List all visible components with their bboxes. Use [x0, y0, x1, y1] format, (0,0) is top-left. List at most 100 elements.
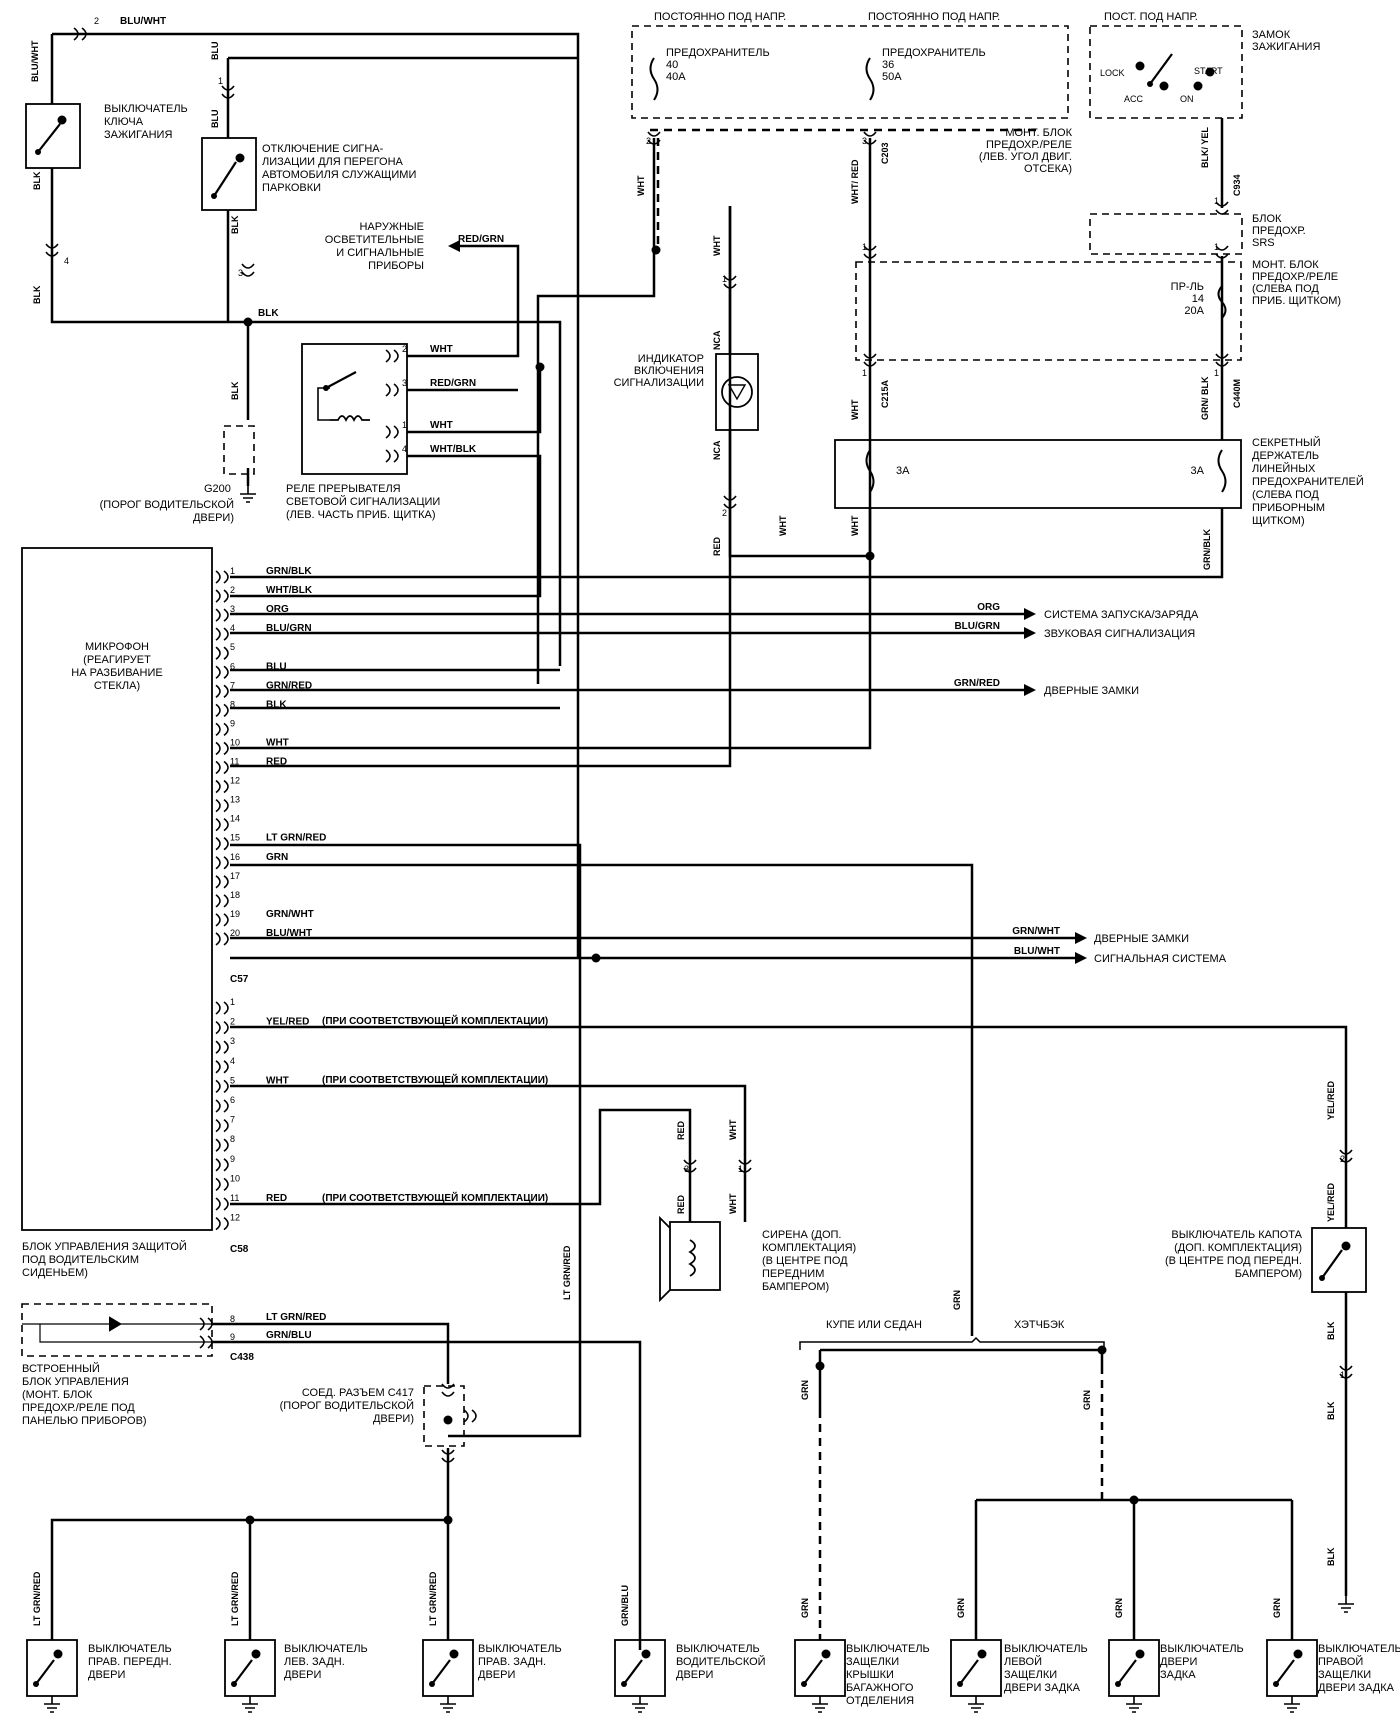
pin-number: 1	[1214, 242, 1219, 252]
conn-hood-2	[1339, 1149, 1353, 1163]
wire-label: RED/GRN	[430, 378, 476, 389]
switch-rhatch-ground	[1284, 1696, 1300, 1713]
label-line: ДЕРЖАТЕЛЬ	[1252, 450, 1319, 462]
label-line: СИРЕНА (ДОП.	[762, 1229, 842, 1241]
wire-label: GRN	[800, 1598, 810, 1618]
label-line: ПРЕДОХРАНИТЕЛЬ	[882, 47, 986, 59]
label-line: ЗАДКА	[1160, 1669, 1196, 1681]
label-line: СИДЕНЬЕМ)	[22, 1267, 88, 1279]
switch-lhatch-ground	[968, 1696, 984, 1713]
label-line: (ЛЕВ. ЧАСТЬ ПРИБ. ЩИТКА)	[286, 509, 436, 521]
conn-ign-4	[45, 243, 59, 257]
c58-pin-wire: WHT	[266, 1075, 289, 1086]
c57-pin-mark	[215, 608, 229, 622]
label-line: ВЫКЛЮЧАТЕЛЬ	[104, 103, 188, 115]
switch-pivot	[1115, 1681, 1121, 1687]
siren-coil	[688, 1239, 696, 1277]
g200-box	[223, 425, 255, 475]
switch-lhatch-terminal	[977, 1649, 987, 1659]
switch-rhatch-contact	[1275, 1659, 1295, 1685]
c57-pin-mark	[215, 779, 229, 794]
c58-pin-mark	[215, 1099, 229, 1113]
label-line: ОТДЕЛЕНИЯ	[846, 1695, 914, 1707]
c57-pin-mark	[215, 875, 229, 889]
conn-c440m	[1215, 353, 1229, 367]
label-line: ЗАМОК	[1252, 29, 1291, 41]
label-line: (ПОРОГ ВОДИТЕЛЬСКОЙ	[280, 1399, 414, 1412]
c58-pin-mark	[215, 1177, 229, 1192]
c58-pin-number: 8	[230, 1134, 235, 1144]
wire-wht-pin10	[230, 508, 872, 750]
wire-label: RED	[676, 1120, 686, 1140]
label-line: ПРАВОЙ	[1318, 1655, 1363, 1668]
wire-label: (ПРИ СООТВЕТСТВУЮЩЕЙ КОМПЛЕКТАЦИИ)	[322, 1073, 548, 1086]
label-line: КОМПЛЕКТАЦИЯ)	[762, 1242, 856, 1254]
hood-switch-contact	[1321, 1249, 1343, 1279]
ign-on-terminal	[1193, 81, 1203, 91]
label-line: ДВЕРИ	[284, 1669, 321, 1681]
switch-lr-box	[224, 1639, 276, 1697]
wire-label: WHT	[850, 515, 860, 536]
label-line: ЗАЩЕЛКИ	[1318, 1669, 1371, 1681]
label-line: ВЫКЛЮЧАТЕЛЬ	[846, 1643, 930, 1655]
switch-lr-ground	[242, 1696, 258, 1713]
label-line: ЩИТКОМ)	[1252, 515, 1305, 527]
ignition-switch-box	[1089, 25, 1243, 119]
ign-key-switch-terminal	[57, 115, 67, 125]
ign-on-label: ON	[1180, 94, 1194, 104]
wire-label: WHT	[430, 344, 453, 355]
switch-trunk-ground	[812, 1696, 828, 1713]
wire-grn-pin16	[230, 863, 974, 1336]
symbols	[22, 27, 1354, 1713]
splice-dot	[1129, 1495, 1139, 1505]
wire-label: RED	[712, 536, 722, 556]
label-line: МИКРОФОН	[85, 641, 149, 653]
c57-pin-mark	[215, 932, 229, 946]
arrow-door-locks	[1024, 684, 1036, 696]
c57-pin-wire: BLK	[266, 699, 287, 710]
c57-pin-mark	[215, 760, 229, 775]
pin-number: 1	[1214, 368, 1219, 378]
c57-pin-wire: GRN/WHT	[266, 909, 314, 920]
conn-valet-3	[241, 263, 255, 277]
c57-pin-number: 15	[230, 833, 240, 843]
wire-label: BLK	[230, 215, 240, 234]
conn-dash-1-right	[1215, 245, 1229, 259]
conn-c417-in	[441, 1383, 455, 1397]
c57-pin-number: 12	[230, 776, 240, 786]
body-type-bracket	[799, 1336, 1105, 1350]
label-line: ПАРКОВКИ	[262, 182, 321, 194]
splice-dot	[443, 1415, 453, 1425]
label-line: (РЕАГИРУЕТ	[83, 654, 151, 666]
splice-dot	[815, 1361, 825, 1371]
c58-pin-mark	[215, 1001, 229, 1015]
pin-number: 1	[218, 76, 223, 86]
conn-relay-pin	[385, 383, 399, 397]
label-line: (В ЦЕНТРЕ ПОД ПЕРЕДН.	[1165, 1255, 1302, 1267]
label-line: МОНТ. БЛОК	[1005, 127, 1072, 139]
c57-pin-number: 11	[230, 757, 239, 767]
conn-relay-pin	[385, 449, 399, 463]
switch-trunk-box	[794, 1639, 846, 1697]
wire-label: BLK	[32, 285, 42, 304]
switch-pivot	[429, 1681, 435, 1687]
label-line: БЛОК УПРАВЛЕНИЯ	[22, 1376, 129, 1388]
splice-dot	[535, 362, 545, 372]
horn-label: ЗВУКОВАЯ СИГНАЛИЗАЦИЯ	[1044, 628, 1195, 640]
switch-trunk-terminal	[821, 1649, 831, 1659]
label-line: ЛИЗАЦИИ ДЛЯ ПЕРЕГОНА	[262, 156, 404, 168]
c57-pin-mark	[215, 684, 229, 698]
splice-dot	[591, 953, 601, 963]
connector-name: C440M	[1232, 379, 1242, 408]
label-line: ВЫКЛЮЧАТЕЛЬ	[676, 1643, 760, 1655]
dash-fuse-box	[855, 261, 1242, 361]
pin-number: 1	[1340, 1370, 1345, 1380]
switch-pivot	[211, 193, 217, 199]
label-line: ДВЕРИ ЗАДКА	[1004, 1682, 1081, 1694]
